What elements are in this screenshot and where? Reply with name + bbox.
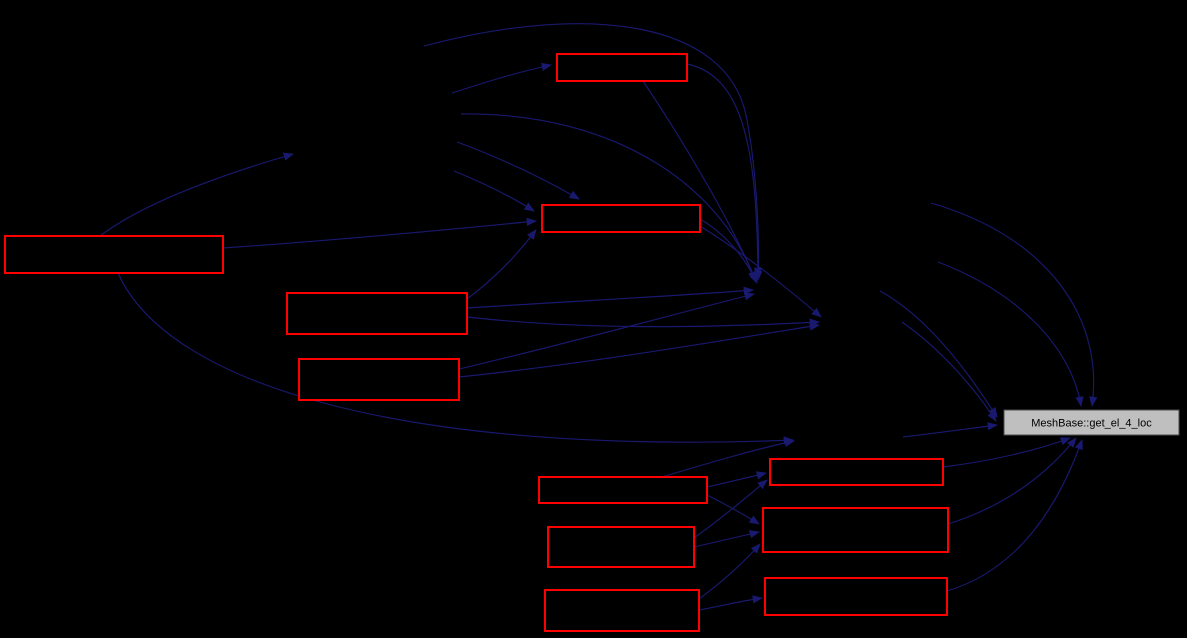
call-edge — [661, 438, 796, 478]
call-edge — [901, 321, 997, 422]
call-graph-node-node-bottom-l1[interactable] — [538, 476, 708, 504]
call-edge — [453, 170, 535, 212]
call-edge — [706, 471, 768, 488]
call-edge — [423, 23, 763, 282]
current-node-box — [1003, 409, 1180, 436]
call-edge — [930, 202, 1098, 408]
call-graph-node-node-bottom-l3[interactable] — [544, 589, 700, 632]
call-edge — [902, 422, 999, 438]
call-edge — [466, 229, 537, 300]
call-graph-node-node-mid[interactable] — [541, 204, 701, 233]
call-graph-node-node-left[interactable] — [4, 235, 224, 274]
call-graph-node-node-left-3[interactable] — [298, 358, 460, 401]
current-function-node: MeshBase::get_el_4_loc — [1003, 409, 1180, 436]
current-node-label: MeshBase::get_el_4_loc — [1031, 418, 1152, 430]
call-edge — [460, 113, 756, 282]
nodes-layer — [4, 53, 949, 632]
call-graph-node-node-bottom-r1[interactable] — [769, 458, 944, 486]
call-edge — [466, 316, 821, 328]
call-graph-node-node-left-2[interactable] — [286, 292, 468, 335]
call-edge — [698, 543, 761, 600]
call-edge — [942, 437, 1071, 468]
call-edge — [222, 217, 538, 249]
call-edge — [117, 272, 795, 445]
call-edge — [458, 292, 756, 370]
call-edge — [693, 479, 768, 539]
call-edge — [937, 261, 1084, 408]
call-edge — [458, 322, 821, 378]
call-graph-node-node-top[interactable] — [556, 53, 688, 82]
call-edge — [879, 290, 998, 418]
call-edge — [693, 530, 761, 548]
call-edge — [699, 218, 758, 284]
call-graph-node-node-bottom-r3[interactable] — [764, 577, 948, 616]
call-edge — [456, 141, 580, 200]
call-edge — [642, 80, 757, 282]
call-edge — [947, 437, 1077, 525]
call-edge — [99, 152, 294, 237]
edges-layer — [99, 23, 1098, 611]
call-graph-node-node-bottom-l2[interactable] — [547, 526, 695, 568]
call-edge — [706, 494, 760, 525]
call-graph-node-node-bottom-r2[interactable] — [762, 507, 949, 553]
call-edge — [946, 439, 1083, 592]
call-edge — [686, 63, 763, 279]
call-edge — [698, 595, 764, 611]
call-edge — [466, 286, 755, 309]
call-edge — [699, 225, 822, 318]
call-edge — [451, 62, 553, 94]
